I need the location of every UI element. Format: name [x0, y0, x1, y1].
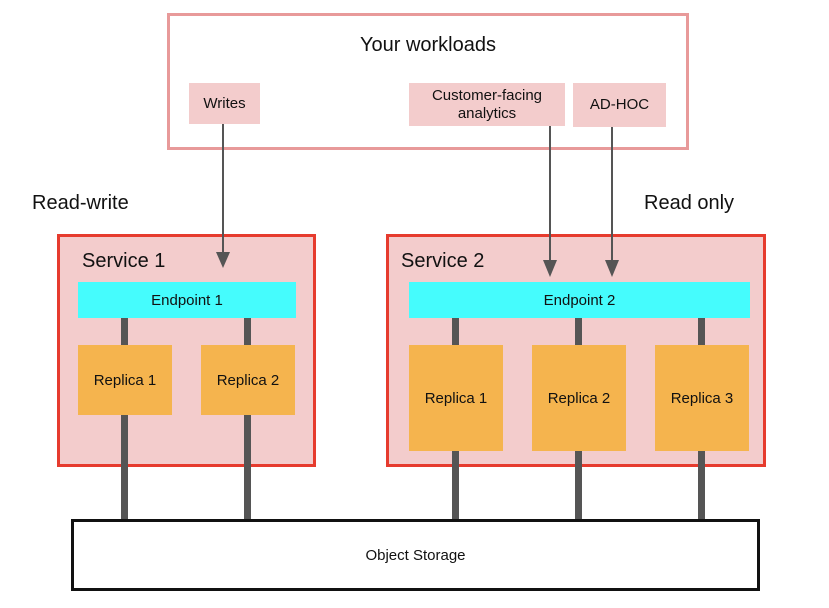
adhoc-arrow-head [605, 260, 619, 277]
object-storage-box: Object Storage [71, 519, 760, 591]
service-2-replica-3: Replica 3 [655, 345, 749, 451]
service-2-replica-1: Replica 1 [409, 345, 503, 451]
service-1-replica-2: Replica 2 [201, 345, 295, 415]
connector-s1-r2 [244, 318, 251, 521]
writes-arrow-head [216, 252, 230, 268]
adhoc-chip: AD-HOC [573, 83, 666, 127]
service-2-replica-2: Replica 2 [532, 345, 626, 451]
customer-facing-analytics-chip: Customer-facing analytics [409, 83, 565, 126]
endpoint-1: Endpoint 1 [78, 282, 296, 318]
workloads-box [167, 13, 689, 150]
read-only-label: Read only [644, 192, 735, 214]
writes-chip: Writes [189, 83, 260, 124]
service-2-title: Service 2 [401, 250, 485, 272]
analytics-arrow-head [543, 260, 557, 277]
service-1-replica-1: Replica 1 [78, 345, 172, 415]
read-write-label: Read-write [32, 192, 129, 214]
connector-s1-r1 [121, 318, 128, 521]
workloads-title: Your workloads [359, 34, 496, 56]
service-1-title: Service 1 [82, 250, 166, 272]
endpoint-2: Endpoint 2 [409, 282, 750, 318]
